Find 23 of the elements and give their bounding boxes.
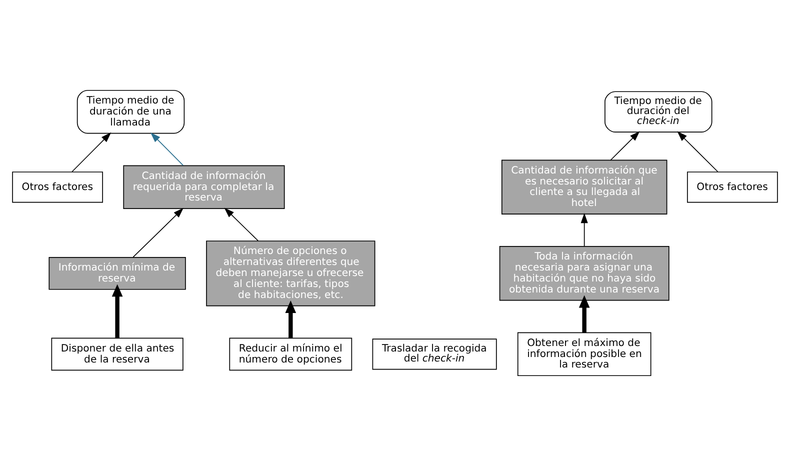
arrow [224, 208, 259, 242]
arrow [72, 132, 112, 172]
arrow [580, 212, 588, 247]
node-box: Otros factores [12, 172, 103, 203]
arrow [677, 131, 718, 172]
node-box: Cantidad de información que es necesario solicitar al cliente a su llegada al hotel [501, 160, 668, 214]
arrow [285, 300, 296, 338]
arrow [132, 208, 184, 258]
node-box: Trasladar la recogida del check-in [372, 338, 497, 370]
node-box: Reducir al mínimo el número de opciones [229, 338, 352, 371]
node-box: Obtener el máximo de información posible en la reserva [517, 332, 652, 376]
arrow [578, 295, 590, 333]
arrow [112, 284, 123, 338]
arrow [610, 131, 640, 161]
node-box: Otros factores [687, 172, 778, 203]
arrow [150, 132, 184, 166]
node-box: Tiempo medio de duración del check-in [604, 91, 712, 132]
node-box: Disponer de ella antes de la reserva [51, 338, 184, 371]
node-box: Número de opciones o alternativas diferentes que deben manejarse u ofrecerse al cliente: tarifas, tipos de habitaciones, etc. [206, 240, 376, 306]
node-box: Cantidad de información requerida para completar la reserva [123, 165, 285, 210]
node-box: Información mínima de reserva [48, 256, 186, 290]
node-box: Toda la información necesaria para asignar una habitación que no haya sido obtenida durante una reserva [499, 246, 670, 301]
node-box: Tiempo medio de duración de una llamada [76, 90, 185, 134]
